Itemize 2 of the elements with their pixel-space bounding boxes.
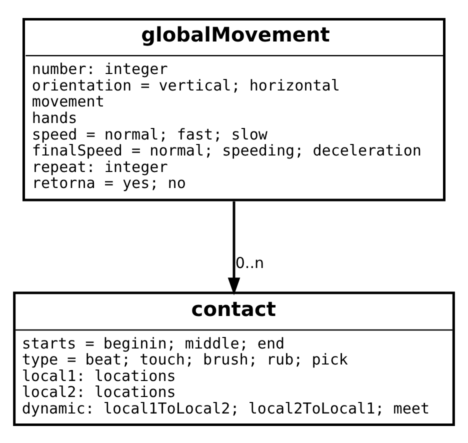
edge-label: 0..n [235, 254, 264, 272]
arrow [228, 200, 240, 295]
